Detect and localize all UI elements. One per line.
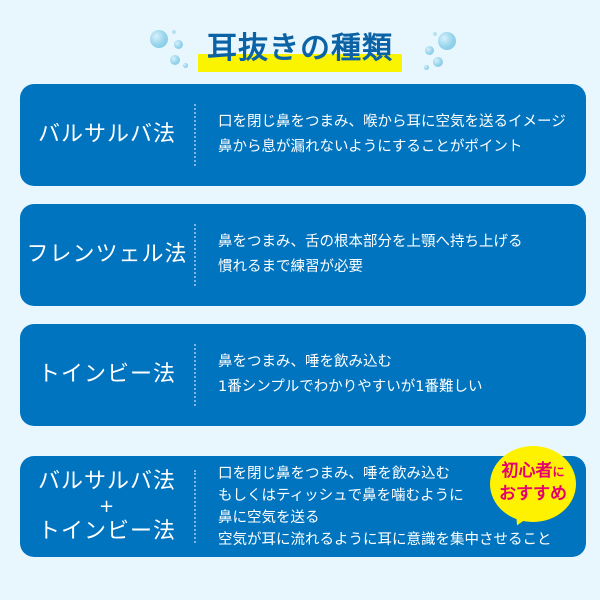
description-line: 1番シンプルでわかりやすいが1番難しい — [218, 379, 483, 395]
recommended-badge: 初心者に おすすめ — [490, 446, 578, 529]
description-line: 鼻をつまみ、舌の根本部分を上顎へ持ち上げる — [218, 234, 523, 250]
description-line: 口を閉じ鼻をつまみ、唾を飲み込む — [218, 465, 450, 482]
description-line: 慣れるまで練習が必要 — [218, 259, 363, 275]
header: 耳抜きの種類 — [0, 22, 600, 78]
bubbles-right-icon — [400, 22, 460, 78]
method-description: 鼻をつまみ、舌の根本部分を上顎へ持ち上げる 慣れるまで練習が必要 — [218, 204, 576, 306]
description-line: 口を閉じ鼻をつまみ、喉から耳に空気を送るイメージ — [218, 114, 566, 130]
method-card-frenzel: フレンツェル法 鼻をつまみ、舌の根本部分を上顎へ持ち上げる 慣れるまで練習が必要 — [20, 204, 586, 306]
badge-line1: 初心者 — [501, 461, 553, 481]
method-card-combined: バルサルバ法 + トインビー法 口を閉じ鼻をつまみ、唾を飲み込む もしくはティッ… — [20, 456, 586, 557]
badge-line2: おすすめ — [499, 484, 567, 504]
speech-bubble-icon — [490, 446, 576, 522]
badge-text: 初心者に おすすめ — [490, 460, 576, 505]
dotted-divider — [194, 104, 196, 166]
title-text: 耳抜きの種類 — [207, 31, 393, 66]
page-title: 耳抜きの種類 — [198, 30, 402, 72]
method-name: トインビー法 — [37, 362, 176, 387]
description-line: もしくはティッシュで鼻を噛むように — [218, 487, 464, 504]
dotted-divider — [194, 344, 196, 406]
method-name: バルサルバ法 + トインビー法 — [20, 456, 194, 557]
method-name-bottom: トインビー法 — [37, 518, 176, 544]
description-line: 鼻から息が漏れないようにすることがポイント — [218, 139, 523, 155]
method-name: バルサルバ法 — [37, 122, 176, 147]
method-description: 鼻をつまみ、唾を飲み込む 1番シンプルでわかりやすいが1番難しい — [218, 324, 576, 426]
plus-sign: + — [98, 495, 116, 517]
dotted-divider — [194, 470, 196, 543]
method-description: 口を閉じ鼻をつまみ、唾を飲み込む もしくはティッシュで鼻を噛むように 鼻に空気を… — [218, 456, 576, 557]
method-name: フレンツェル法 — [26, 242, 188, 267]
method-card-valsalva: バルサルバ法 口を閉じ鼻をつまみ、喉から耳に空気を送るイメージ 鼻から息が漏れな… — [20, 84, 586, 186]
title-highlight — [198, 54, 402, 72]
badge-line1-small: に — [552, 465, 565, 479]
description-line: 空気が耳に流れるように耳に意識を集中させること — [218, 531, 552, 548]
description-line: 鼻をつまみ、唾を飲み込む — [218, 354, 392, 370]
method-name-top: バルサルバ法 — [37, 468, 176, 494]
bubbles-left-icon — [142, 22, 202, 78]
dotted-divider — [194, 224, 196, 286]
method-description: 口を閉じ鼻をつまみ、喉から耳に空気を送るイメージ 鼻から息が漏れないようにするこ… — [218, 84, 576, 186]
method-card-toynbee: トインビー法 鼻をつまみ、唾を飲み込む 1番シンプルでわかりやすいが1番難しい — [20, 324, 586, 426]
description-line: 鼻に空気を送る — [218, 509, 320, 526]
